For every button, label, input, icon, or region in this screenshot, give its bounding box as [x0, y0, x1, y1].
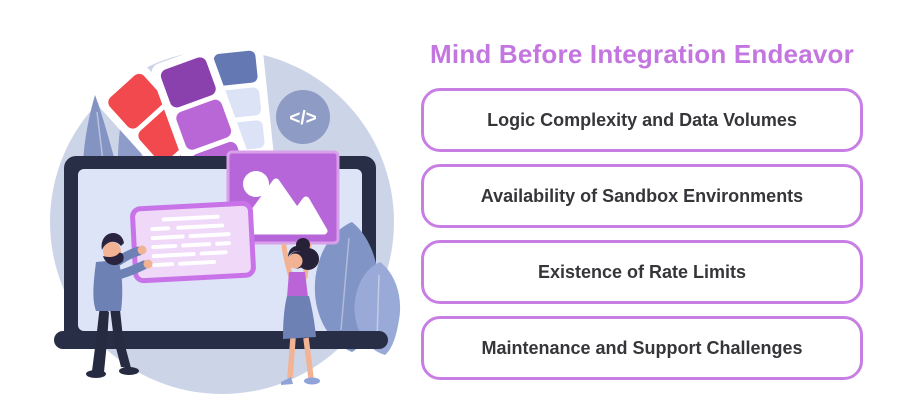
man-hand — [143, 259, 153, 269]
consideration-box-sandbox-environments: Availability of Sandbox Environments — [421, 164, 863, 228]
image-card-sun — [243, 171, 269, 197]
man-hand — [137, 245, 147, 255]
consideration-label: Maintenance and Support Challenges — [481, 337, 803, 358]
woman-figure — [281, 238, 320, 385]
man-figure — [86, 233, 153, 378]
consideration-label: Existence of Rate Limits — [537, 261, 747, 282]
man-beard — [103, 252, 124, 266]
text-card-lines — [150, 214, 232, 268]
woman-head — [287, 253, 303, 269]
text-card — [130, 200, 256, 284]
illustration: </> — [50, 42, 401, 394]
woman-shoe — [304, 377, 320, 385]
code-icon: </> — [276, 90, 330, 144]
svg-text:</>: </> — [289, 108, 316, 129]
image-card-mountains — [236, 178, 328, 235]
consideration-label: Availability of Sandbox Environments — [480, 185, 804, 206]
consideration-box-logic-complexity: Logic Complexity and Data Volumes — [421, 88, 863, 152]
consideration-label: Logic Complexity and Data Volumes — [487, 109, 797, 130]
woman-shoe — [281, 377, 293, 385]
woman-skirt — [283, 296, 316, 339]
image-card — [226, 150, 340, 245]
consideration-box-rate-limits: Existence of Rate Limits — [421, 240, 863, 304]
page-title: Mind Before Integration Endeavor — [430, 39, 854, 70]
consideration-box-maintenance-support: Maintenance and Support Challenges — [421, 316, 863, 380]
woman-top — [287, 272, 308, 297]
content-panel: Mind Before Integration Endeavor Logic C… — [421, 0, 863, 420]
